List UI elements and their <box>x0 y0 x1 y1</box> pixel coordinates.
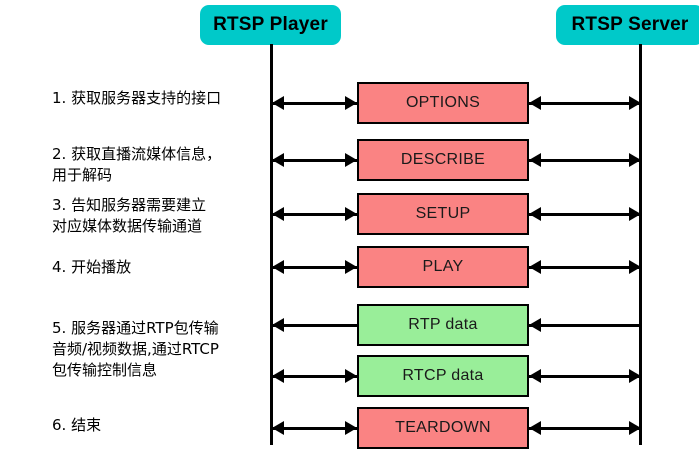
message-box-setup: SETUP <box>357 193 529 235</box>
arrow-left-describe-head-right <box>345 153 357 167</box>
arrow-right-setup-head-left <box>529 207 541 221</box>
arrow-right-play-head-left <box>529 260 541 274</box>
message-label-rtp-data: RTP data <box>408 316 478 333</box>
arrow-left-options-head-right <box>345 96 357 110</box>
arrow-left-rtcp-data-head-right <box>345 369 357 383</box>
arrow-left-rtp-data-line <box>272 324 357 327</box>
arrow-right-rtcp-data-head-left <box>529 369 541 383</box>
message-box-options: OPTIONS <box>357 82 529 124</box>
message-box-teardown: TEARDOWN <box>357 407 529 449</box>
actor-rtsp-server: RTSP Server <box>556 5 699 45</box>
arrow-right-rtcp-data-head-right <box>629 369 641 383</box>
arrow-left-teardown-line <box>272 427 357 430</box>
message-label-teardown: TEARDOWN <box>395 419 491 436</box>
arrow-left-teardown-head-right <box>345 421 357 435</box>
arrow-right-describe-line <box>529 159 641 162</box>
annotation-note-4: 4. 开始播放 <box>52 258 132 276</box>
arrow-right-setup-line <box>529 213 641 216</box>
message-box-rtcp-data: RTCP data <box>357 355 529 397</box>
message-label-describe: DESCRIBE <box>400 151 486 168</box>
arrow-left-describe-head-left <box>272 153 284 167</box>
arrow-left-options-line <box>272 102 357 105</box>
lifeline-server <box>639 44 642 445</box>
lifeline-player <box>270 44 273 445</box>
arrow-left-setup-head-left <box>272 207 284 221</box>
arrow-left-setup-line <box>272 213 357 216</box>
arrow-right-options-head-left <box>529 96 541 110</box>
annotation-note-5: 5. 服务器通过RTP包传输 音频/视频数据,通过RTCP 包传输控制信息 <box>52 319 219 379</box>
arrow-right-teardown-line <box>529 427 641 430</box>
arrow-left-play-head-left <box>272 260 284 274</box>
arrow-right-teardown-head-right <box>629 421 641 435</box>
arrow-left-rtcp-data-head-left <box>272 369 284 383</box>
message-box-rtp-data: RTP data <box>357 304 529 346</box>
arrow-right-options-head-right <box>629 96 641 110</box>
arrow-left-options-head-left <box>272 96 284 110</box>
message-label-setup: SETUP <box>415 205 471 222</box>
arrow-right-setup-head-right <box>629 207 641 221</box>
arrow-right-options-line <box>529 102 641 105</box>
arrow-left-rtp-data-head-left <box>272 318 284 332</box>
arrow-right-describe-head-right <box>629 153 641 167</box>
message-label-play: PLAY <box>422 258 464 275</box>
annotation-note-2: 2. 获取直播流媒体信息， 用于解码 <box>52 145 222 184</box>
arrow-right-teardown-head-left <box>529 421 541 435</box>
annotation-note-1: 1. 获取服务器支持的接口 <box>52 89 222 107</box>
arrow-left-teardown-head-left <box>272 421 284 435</box>
arrow-right-play-head-right <box>629 260 641 274</box>
arrow-right-rtcp-data-line <box>529 375 641 378</box>
arrow-left-describe-line <box>272 159 357 162</box>
message-label-options: OPTIONS <box>405 94 481 111</box>
annotation-note-3: 3. 告知服务器需要建立 对应媒体数据传输通道 <box>52 196 207 235</box>
arrow-left-rtcp-data-line <box>272 375 357 378</box>
message-label-rtcp-data: RTCP data <box>402 367 484 384</box>
message-box-describe: DESCRIBE <box>357 139 529 181</box>
arrow-right-rtp-data-line <box>529 324 641 327</box>
annotation-note-6: 6. 结束 <box>52 416 102 434</box>
arrow-right-play-line <box>529 266 641 269</box>
arrow-left-setup-head-right <box>345 207 357 221</box>
arrow-left-play-line <box>272 266 357 269</box>
arrow-left-play-head-right <box>345 260 357 274</box>
message-box-play: PLAY <box>357 246 529 288</box>
arrow-right-describe-head-left <box>529 153 541 167</box>
actor-rtsp-player: RTSP Player <box>200 5 341 45</box>
arrow-right-rtp-data-head-left <box>529 318 541 332</box>
